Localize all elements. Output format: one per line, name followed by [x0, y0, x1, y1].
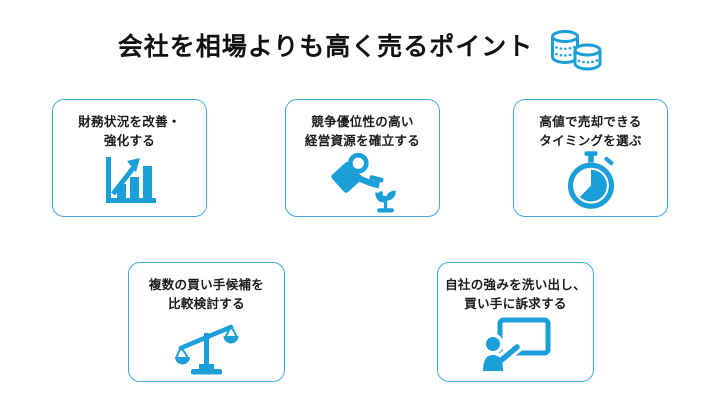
card-label: 高値で売却できる タイミングを選ぶ [539, 113, 641, 151]
card-label-line1: 財務状況を改善・ [78, 115, 181, 129]
card-improve-finances: 財務状況を改善・ 強化する [52, 99, 207, 217]
card-label: 複数の買い手候補を 比較検討する [149, 276, 264, 314]
bar-chart-icon [53, 151, 206, 217]
card-label-line1: 複数の買い手候補を [148, 278, 265, 292]
card-compare-buyers: 複数の買い手候補を 比較検討する [128, 262, 285, 382]
card-label: 競争優位性の高い 経営資源を確立する [305, 113, 420, 151]
card-label: 財務状況を改善・ 強化する [78, 113, 180, 151]
card-label-line1: 自社の強みを洗い出し、 [445, 278, 586, 292]
card-appeal-strengths: 自社の強みを洗い出し、 買い手に訴求する [437, 262, 594, 382]
card-label: 自社の強みを洗い出し、 買い手に訴求する [445, 276, 586, 314]
card-label-line1: 競争優位性の高い [311, 115, 414, 129]
scale-icon [129, 314, 284, 382]
card-label-line2: 経営資源を確立する [304, 133, 421, 148]
header: 会社を相場よりも高く売るポイント [0, 22, 720, 73]
card-sell-timing: 高値で売却できる タイミングを選ぶ [513, 99, 668, 217]
card-label-line2: 買い手に訴求する [464, 296, 567, 311]
page-title: 会社を相場よりも高く売るポイント [117, 33, 534, 62]
card-competitive-resources: 競争優位性の高い 経営資源を確立する [285, 99, 440, 217]
card-label-line2: タイミングを選ぶ [539, 133, 642, 148]
presentation-icon [438, 314, 593, 382]
card-label-line1: 高値で売却できる [539, 115, 642, 129]
watering-can-icon [286, 151, 439, 219]
coins-icon [550, 22, 602, 73]
card-label-line2: 強化する [103, 133, 156, 148]
stopwatch-icon [514, 150, 667, 217]
card-label-line2: 比較検討する [168, 296, 245, 311]
